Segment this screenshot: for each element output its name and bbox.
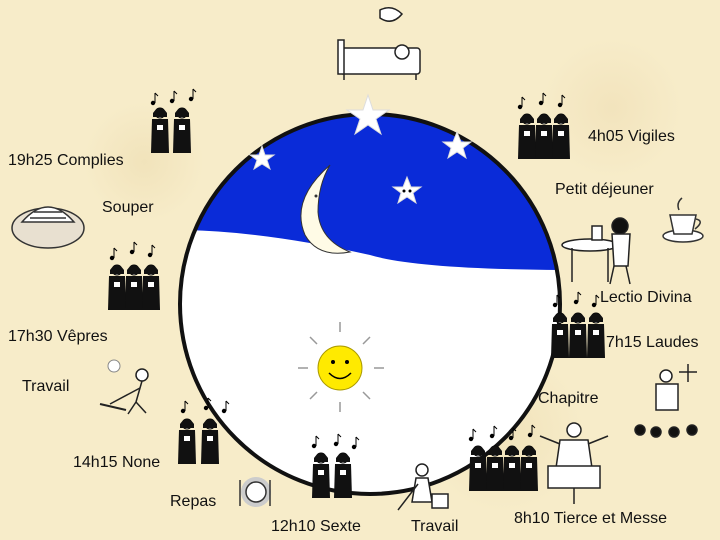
- souper-label: Souper: [102, 199, 154, 216]
- coffee-cup-icon: [662, 197, 704, 243]
- gardener-icon: [99, 368, 149, 415]
- bread-icon: [11, 206, 85, 249]
- vigiles-label: 4h05 Vigiles: [588, 128, 675, 145]
- sexte-label: 12h10 Sexte: [271, 518, 361, 535]
- chapitre-label: Chapitre: [538, 390, 599, 407]
- monks-group-icon: [517, 92, 571, 160]
- lectern-speaker-icon: [634, 364, 698, 438]
- small-sun-icon: [107, 359, 121, 373]
- repas-label: Repas: [170, 493, 217, 510]
- clock-face: [178, 112, 562, 496]
- petit-dejeuner-label: Petit déjeuner: [555, 181, 654, 198]
- lectio-divina-label: Lectio Divina: [600, 289, 692, 306]
- none-label: 14h15 None: [73, 454, 161, 471]
- sleeping-person-icon: [337, 7, 421, 80]
- complies-label: 19h25 Complies: [8, 152, 124, 169]
- star-icon: [248, 93, 473, 205]
- plate-cutlery-icon: [239, 477, 271, 507]
- crescent-moon-icon: [300, 164, 352, 254]
- laudes-label: 7h15 Laudes: [606, 334, 699, 351]
- vepres-label: 17h30 Vêpres: [8, 328, 108, 345]
- travail-label-bottom: Travail: [411, 518, 459, 535]
- reading-person-icon: [561, 217, 631, 285]
- monks-group-icon: [150, 88, 197, 154]
- tierce-messe-label: 8h10 Tierce et Messe: [514, 510, 667, 527]
- vacuum-person-icon: [397, 463, 449, 511]
- star-face-icon: [402, 189, 412, 193]
- travail-label-left: Travail: [22, 378, 70, 395]
- priest-altar-icon: [539, 422, 609, 504]
- sun-icon: [298, 322, 384, 412]
- monks-group-icon: [107, 241, 161, 311]
